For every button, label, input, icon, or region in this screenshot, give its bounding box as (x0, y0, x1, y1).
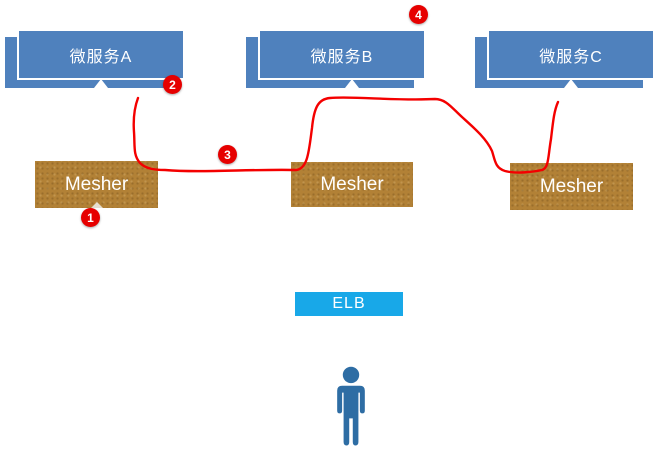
mesher-1-label: Mesher (64, 173, 129, 195)
person-head (342, 366, 360, 384)
microservice-b-box: 微服务B (258, 29, 426, 80)
mesher-box-1: Mesher (35, 161, 158, 208)
microservice-c-unit: 微服务C (475, 29, 655, 88)
step-badge-2: 2 (163, 75, 182, 94)
user-person-icon (337, 366, 365, 446)
mesher-2-label: Mesher (320, 173, 384, 195)
microservice-c-box: 微服务C (487, 29, 655, 80)
microservice-a-label: 微服务A (69, 48, 133, 66)
person-body (337, 385, 365, 446)
step-badge-1: 1 (81, 208, 100, 227)
step-badge-3: 3 (218, 145, 237, 164)
microservice-a-notch (94, 79, 108, 88)
mesher-box-3: Mesher (510, 163, 633, 210)
mesher-3-label: Mesher (539, 175, 604, 197)
microservice-b-label: 微服务B (310, 48, 374, 66)
microservice-a-box: 微服务A (17, 29, 185, 80)
elb-label: ELB (332, 295, 366, 312)
mesher-1-notch (90, 202, 103, 208)
microservice-c-label: 微服务C (539, 48, 603, 66)
microservice-a-unit: 微服务A (5, 29, 185, 88)
microservice-c-notch (564, 79, 578, 88)
elb-box: ELB (295, 292, 403, 316)
mesher-box-2: Mesher (291, 162, 413, 207)
step-badge-4: 4 (409, 5, 428, 24)
microservice-b-unit: 微服务B (246, 29, 426, 88)
microservice-b-notch (345, 79, 359, 88)
